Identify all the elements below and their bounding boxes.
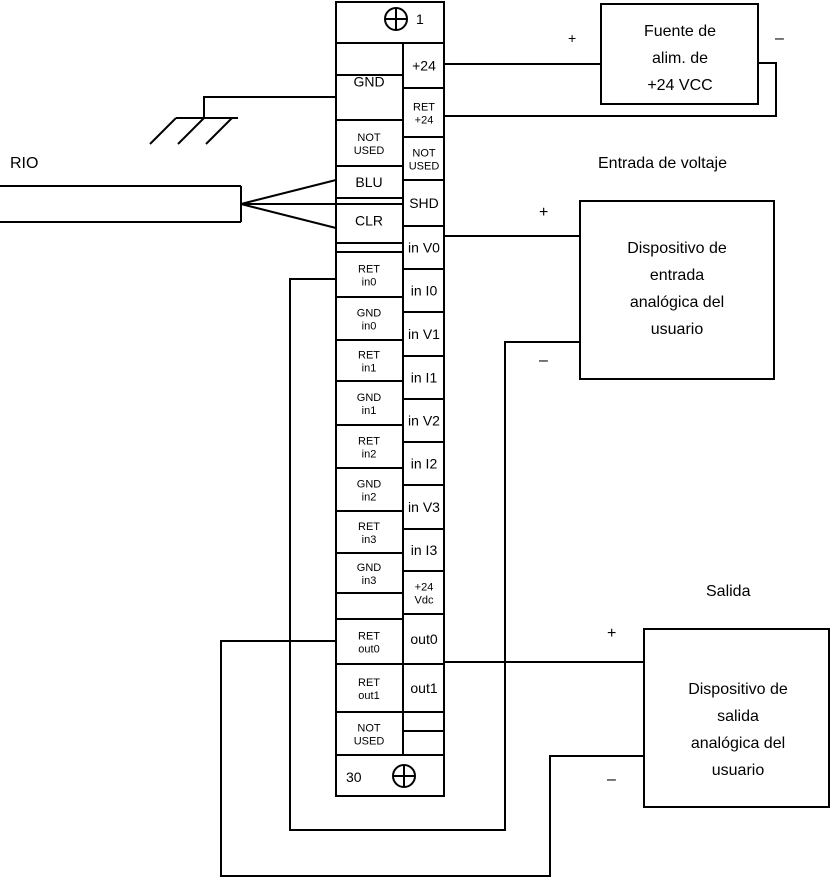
terminal-right-12-label: +24: [415, 582, 434, 594]
power-supply-line1: Fuente de: [644, 23, 716, 40]
output-device-line4: usuario: [712, 762, 765, 779]
top-screw-icon: [384, 7, 408, 31]
terminal-left-9-label: GND: [357, 479, 382, 491]
terminal-left-9-sublabel: in2: [362, 492, 377, 504]
terminal-left-4-sublabel: in0: [362, 277, 377, 289]
terminal-right-6-label: in V1: [408, 326, 440, 342]
terminal-right-2-label: NOT: [412, 148, 436, 160]
output-device-minus: –: [607, 771, 616, 788]
wire-ret24: [444, 62, 777, 117]
terminal-right-4-label: in V0: [408, 240, 440, 256]
terminal-right-10-label: in V3: [408, 499, 440, 515]
output-device-plus: +: [607, 625, 616, 642]
terminal-left-10-sublabel: in3: [362, 534, 377, 546]
terminal-right-9-label: in I2: [411, 456, 438, 472]
bottom-screw-icon: [392, 764, 416, 788]
rio-label: RIO: [10, 155, 38, 172]
terminal-left-1-label: NOT: [357, 132, 381, 144]
terminal-left-7-label: GND: [357, 392, 382, 404]
output-device-line2: salida: [717, 708, 759, 725]
terminal-left-12-label: RET: [358, 631, 380, 643]
output-device-line3: analógica del: [691, 735, 785, 752]
terminal-right-7-label: in I1: [411, 370, 438, 386]
power-supply-box: [600, 3, 759, 105]
input-device-line4: usuario: [651, 321, 704, 338]
left-terminal-column: GNDNOTUSEDBLUCLRRETin0GNDin0RETin1GNDin1…: [336, 74, 403, 748]
terminal-left-13-label: RET: [358, 677, 380, 689]
terminal-left-6-label: RET: [358, 350, 380, 362]
terminal-right-13-label: out0: [410, 631, 437, 647]
output-device-line1: Dispositivo de: [688, 681, 788, 698]
terminal-left-12-sublabel: out0: [358, 644, 379, 656]
input-device-line1: Dispositivo de: [627, 240, 727, 257]
power-supply-line2: alim. de: [652, 50, 708, 67]
top-terminal-number: 1: [416, 11, 424, 27]
wire-gnd: [203, 96, 336, 118]
input-device-line3: analógica del: [630, 294, 724, 311]
power-supply-minus: –: [775, 30, 784, 47]
terminal-left-14-label: NOT: [357, 723, 381, 735]
terminal-left-11-label: GND: [357, 562, 382, 574]
terminal-right-3-label: SHD: [409, 195, 439, 211]
terminal-left-11-sublabel: in3: [362, 575, 377, 587]
terminal-left-5-label: GND: [357, 308, 382, 320]
input-device-box: [579, 200, 775, 380]
terminal-right-5-label: in I0: [411, 283, 438, 299]
output-device-box: [643, 628, 830, 808]
terminal-left-1-sublabel: USED: [354, 145, 385, 157]
ground-icon: [149, 117, 238, 145]
terminal-left-13-sublabel: out1: [358, 690, 379, 702]
terminal-left-7-sublabel: in1: [362, 405, 377, 417]
terminal-left-6-sublabel: in1: [362, 363, 377, 375]
bottom-terminal-number: 30: [346, 769, 362, 785]
input-device-minus: –: [539, 352, 548, 369]
terminal-left-3-label: CLR: [355, 213, 383, 229]
terminal-right-14-label: out1: [410, 680, 437, 696]
terminal-left-8-label: RET: [358, 436, 380, 448]
terminal-left-14-sublabel: USED: [354, 736, 385, 748]
terminal-right-2-sublabel: USED: [409, 161, 440, 173]
terminal-left-5-sublabel: in0: [362, 321, 377, 333]
input-section-title: Entrada de voltaje: [598, 155, 727, 172]
output-section-title: Salida: [706, 583, 751, 600]
terminal-left-2-label: BLU: [355, 174, 382, 190]
input-device-plus: +: [539, 204, 548, 221]
terminal-right-0-label: +24: [412, 58, 436, 74]
terminal-right-1-label: RET: [413, 102, 435, 114]
input-device-line2: entrada: [650, 267, 704, 284]
wire-ret-out0: [220, 640, 644, 877]
terminal-left-4-label: RET: [358, 264, 380, 276]
power-supply-plus: +: [568, 30, 576, 46]
terminal-right-8-label: in V2: [408, 413, 440, 429]
terminal-right-11-label: in I3: [411, 542, 438, 558]
wire-ret-in0: [289, 278, 580, 831]
terminal-left-0-label: GND: [353, 74, 384, 90]
terminal-left-8-sublabel: in2: [362, 449, 377, 461]
power-supply-line3: +24 VCC: [647, 77, 712, 94]
terminal-right-12-sublabel: Vdc: [415, 595, 434, 607]
terminal-right-1-sublabel: +24: [415, 115, 434, 127]
rio-cable: [0, 179, 403, 229]
terminal-left-10-label: RET: [358, 521, 380, 533]
